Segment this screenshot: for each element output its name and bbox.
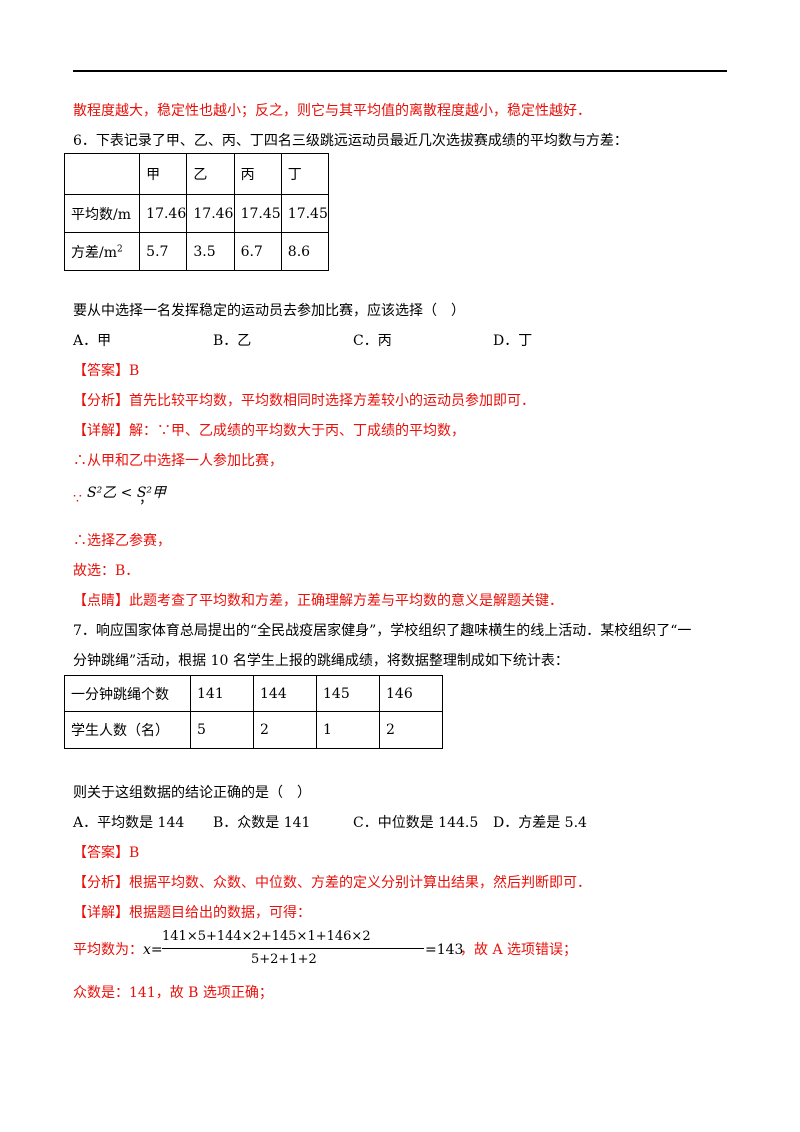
q7-option-b: B．众数是 141 xyxy=(213,815,311,831)
q6-mean-label: 平均数/m xyxy=(63,194,141,233)
q6-option-c: C．丙 xyxy=(353,333,392,349)
fraction-denominator: 5+2+1+2 xyxy=(251,952,317,967)
q7-analysis: 【分析】根据平均数、众数、中位数、方差的定义分别计算出结果，然后判断即可． xyxy=(73,875,591,891)
q6-header-cell: 甲 xyxy=(139,153,188,195)
q7-question: 则关于这组数据的结论正确的是（ ） xyxy=(73,785,311,801)
q7-count-cell: 146 xyxy=(379,675,443,712)
q6-step3: ∴选择乙参赛， xyxy=(73,533,171,549)
q6-option-b: B．乙 xyxy=(213,333,252,349)
q7-answer: 【答案】B xyxy=(73,845,140,861)
q7-stem-line2: 分钟跳绳”活动，根据 10 名学生上报的跳绳成绩，将数据整理制成如下统计表： xyxy=(73,653,569,669)
q7-option-c: C．中位数是 144.5 xyxy=(353,815,479,831)
q6-option-a: A．甲 xyxy=(73,333,112,349)
header-rule xyxy=(73,70,727,72)
q7-table: 一分钟跳绳个数 141 144 145 146 学生人数（名） 5 2 1 2 xyxy=(64,675,443,749)
continuation-text: 散程度越大，稳定性也越小；反之，则它与其平均值的离散程度越小，稳定性越好． xyxy=(73,103,591,119)
q6-header-cell: 丁 xyxy=(280,153,330,195)
q6-mean-cell: 17.46 xyxy=(139,194,188,233)
q7-students-cell: 1 xyxy=(316,711,380,749)
q7-students-cell: 5 xyxy=(190,711,254,749)
q7-option-d: D．方差是 5.4 xyxy=(493,815,587,831)
q6-table: 甲 乙 丙 丁 平均数/m 17.46 17.46 17.45 17.45 方差… xyxy=(63,153,330,271)
q6-header-empty xyxy=(63,153,141,195)
q6-comment: 【点睛】此题考查了平均数和方差，正确理解方差与平均数的意义是解题关键． xyxy=(73,593,563,609)
q7-students-cell: 2 xyxy=(379,711,443,749)
q7-students-cell: 2 xyxy=(253,711,317,749)
q6-mean-cell: 17.45 xyxy=(233,194,282,233)
q7-mode: 众数是：141，故 B 选项正确； xyxy=(73,985,273,1001)
q7-mean-formula: 平均数为： x= 141×5+144×2+145×1+146×2 5+2+1+2… xyxy=(73,929,578,967)
q6-var-cell: 8.6 xyxy=(280,232,330,271)
q6-var-label: 方差/m2 xyxy=(63,232,141,271)
q6-detail: 【详解】解：∵甲、乙成绩的平均数大于丙、丁成绩的平均数， xyxy=(73,423,465,439)
q6-header-cell: 丙 xyxy=(233,153,282,195)
q6-step1: ∴从甲和乙中选择一人参加比赛， xyxy=(73,453,283,469)
q6-answer: 【答案】B xyxy=(73,363,140,379)
q6-var-cell: 5.7 xyxy=(139,232,188,271)
q6-var-cell: 3.5 xyxy=(186,232,235,271)
q7-count-cell: 144 xyxy=(253,675,317,712)
q6-analysis: 【分析】首先比较平均数，平均数相同时选择方差较小的运动员参加即可． xyxy=(73,393,535,409)
q7-count-cell: 145 xyxy=(316,675,380,712)
q7-count-label: 一分钟跳绳个数 xyxy=(64,675,191,712)
q6-stem: 6．下表记录了甲、乙、丙、丁四名三级跳远运动员最近几次选拔赛成绩的平均数与方差： xyxy=(73,133,628,149)
q7-students-label: 学生人数（名） xyxy=(64,711,191,749)
q6-mean-cell: 17.46 xyxy=(186,194,235,233)
q6-question: 要从中选择一名发挥稳定的运动员去参加比赛，应该选择（ ） xyxy=(73,303,465,319)
q7-detail: 【详解】根据题目给出的数据，可得： xyxy=(73,905,311,921)
fraction-numerator: 141×5+144×2+145×1+146×2 xyxy=(162,929,371,944)
q6-header-cell: 乙 xyxy=(186,153,235,195)
variance-inequality: S²乙 < S²甲 xyxy=(87,485,167,501)
q7-option-a: A．平均数是 144 xyxy=(73,815,185,831)
q6-option-d: D．丁 xyxy=(493,333,533,349)
q7-stem-line1: 7．响应国家体育总局提出的“全民战疫居家健身”，学校组织了趣味横生的线上活动．某… xyxy=(73,623,692,639)
q7-count-cell: 141 xyxy=(190,675,254,712)
fraction-bar xyxy=(162,948,424,949)
q6-var-cell: 6.7 xyxy=(233,232,282,271)
q6-mean-cell: 17.45 xyxy=(280,194,330,233)
q6-choice: 故选：B． xyxy=(73,563,140,579)
